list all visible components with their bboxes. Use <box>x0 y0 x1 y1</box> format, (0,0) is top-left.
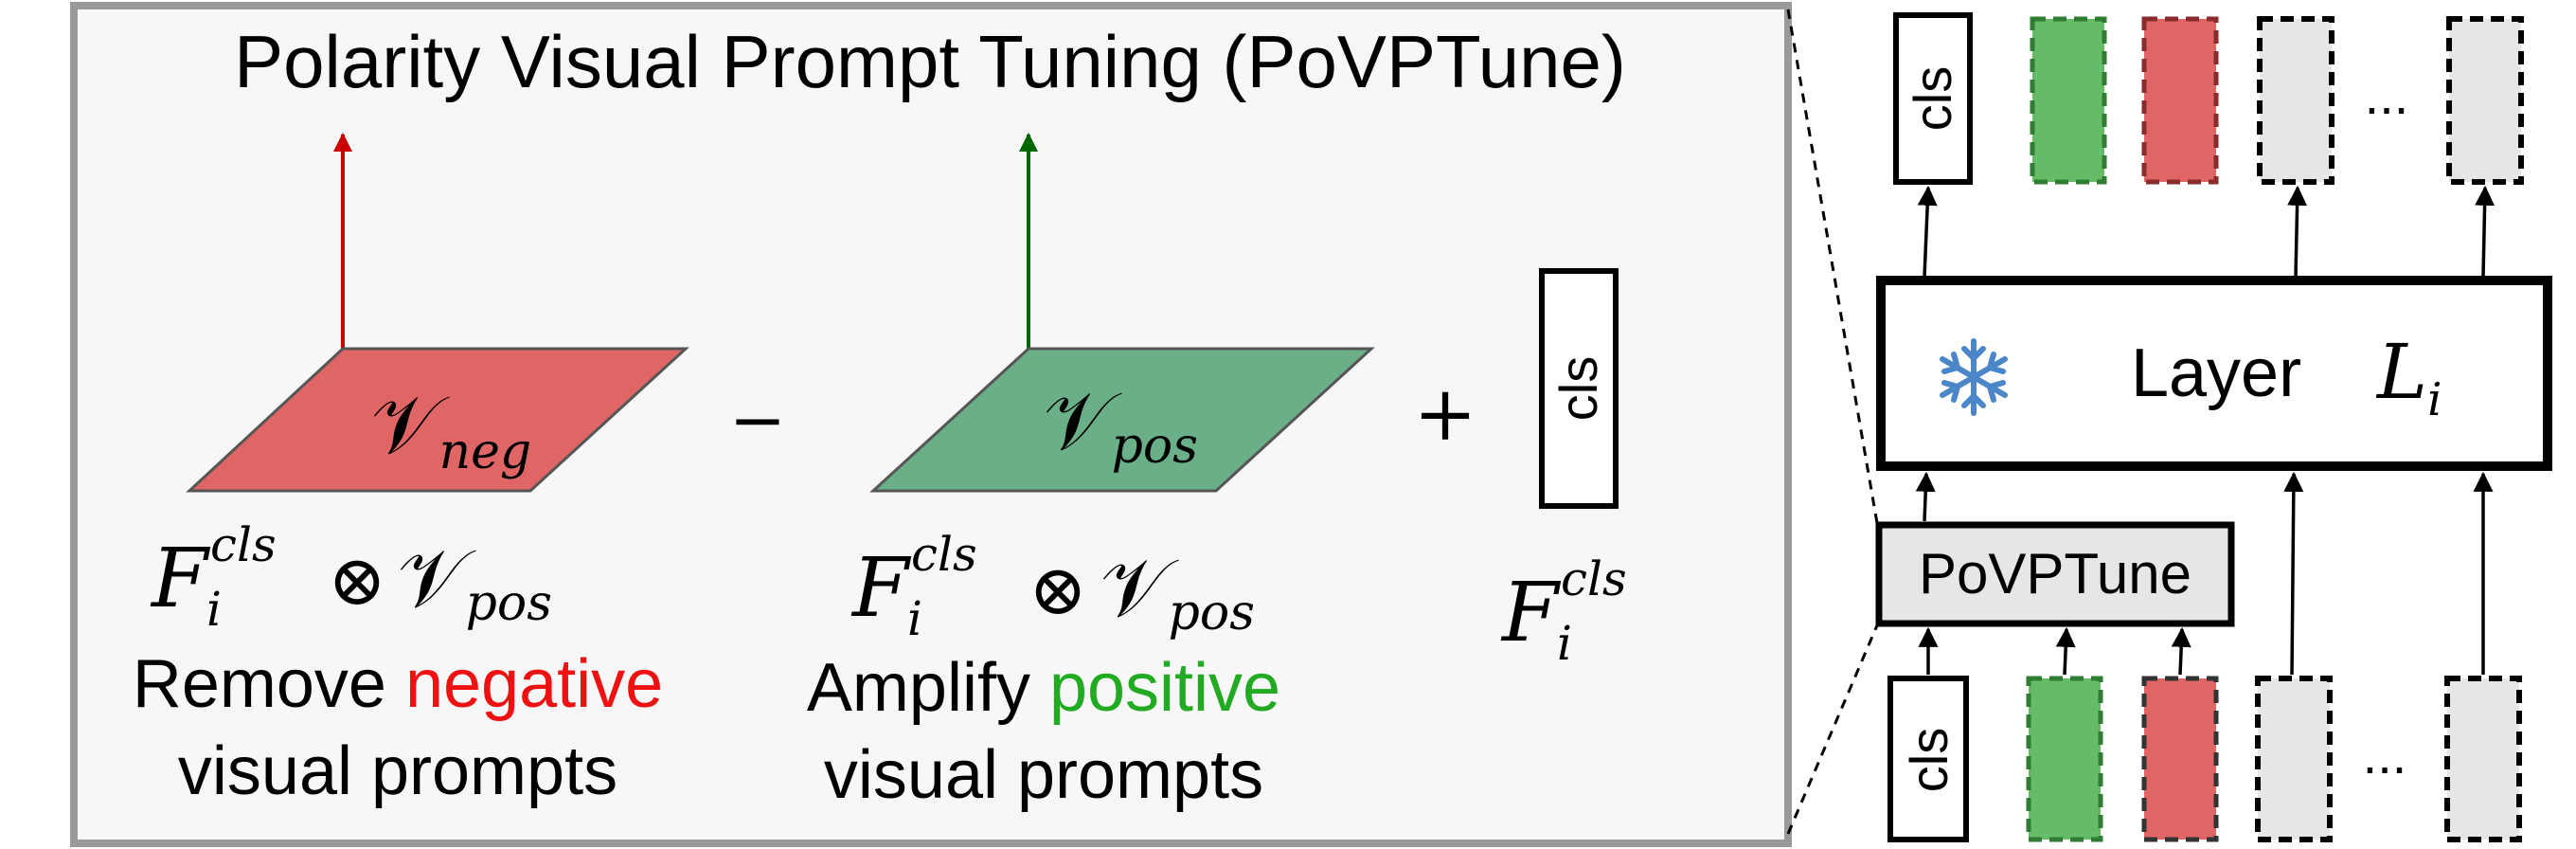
svg-text:⊗: ⊗ <box>1029 550 1087 631</box>
svg-text:𝒱pos: 𝒱pos <box>398 532 552 632</box>
amplify-caption-line2: visual prompts <box>824 737 1263 813</box>
cls-token-top-label: cls <box>1903 66 1962 131</box>
cls-token-panel <box>1539 268 1619 509</box>
negative-formula: F cls i ⊗ 𝒱pos <box>150 517 552 637</box>
negative-token-top <box>2141 16 2219 185</box>
positive-token-top <box>2030 16 2107 185</box>
zoom-line-bottom <box>1786 624 1879 835</box>
positive-formula: F cls i ⊗ 𝒱pos <box>850 527 1255 646</box>
cls-token-bottom-label: cls <box>1899 728 1959 792</box>
plus-operator: + <box>1413 370 1476 458</box>
ellipsis-top: ... <box>2365 65 2409 125</box>
arrow-povptune-to-layer <box>1915 471 1936 522</box>
layer-label: Layer <box>2131 335 2301 411</box>
positive-plane-label: 𝒱pos <box>1044 374 1198 475</box>
cls-formula: F cls i <box>1500 551 1627 671</box>
negative-token-bottom <box>2141 676 2219 842</box>
arrow-pos-to-povptune <box>2055 626 2076 676</box>
cls-token-top <box>1893 12 1973 185</box>
gray-token-top-2 <box>2446 16 2524 185</box>
arrow-neg-to-povptune <box>2171 626 2191 676</box>
svg-text:F: F <box>150 532 211 626</box>
svg-text:F: F <box>850 541 912 636</box>
cls-token-bottom <box>1887 676 1969 842</box>
remove-caption-line2: visual prompts <box>178 733 617 809</box>
layer-box <box>1876 276 2552 471</box>
svg-text:cls: cls <box>1561 551 1627 606</box>
cls-token-panel-label: cls <box>1548 356 1608 421</box>
remove-caption-line1: Remove negative <box>133 646 663 722</box>
negative-plane-label: 𝒱neg <box>371 378 531 480</box>
svg-text:cls: cls <box>911 527 977 582</box>
gray-token-top-1 <box>2257 16 2334 185</box>
minus-operator: − <box>729 380 786 460</box>
negative-prompt-plane <box>186 347 689 493</box>
arrow-layer-to-gray1 <box>2287 185 2308 278</box>
povptune-box-label: PoVPTune <box>1919 542 2191 605</box>
positive-token-bottom <box>2026 676 2103 842</box>
gray-token-bottom-2 <box>2444 676 2522 842</box>
layer-index: Li <box>2375 328 2442 426</box>
positive-prompt-plane <box>869 347 1375 493</box>
gray-token-bottom-1 <box>2255 676 2333 842</box>
amplify-caption-line1: Amplify positive <box>807 650 1280 726</box>
zoom-line-top <box>1786 9 1879 524</box>
svg-text:⊗: ⊗ <box>328 540 386 622</box>
svg-text:𝒱pos: 𝒱pos <box>1100 541 1255 641</box>
povptune-box <box>1875 521 2235 627</box>
ellipsis-bottom: ... <box>2363 725 2407 785</box>
svg-text:F: F <box>1500 566 1562 660</box>
svg-text:i: i <box>206 582 222 637</box>
snowflake-icon <box>1940 338 2008 416</box>
svg-text:cls: cls <box>210 517 277 572</box>
arrow-layer-to-gray2 <box>2475 185 2496 278</box>
svg-text:i: i <box>907 591 922 646</box>
panel-title: Polarity Visual Prompt Tuning (PoVPTune) <box>234 20 1626 103</box>
arrow-layer-to-cls <box>1917 185 1938 278</box>
arrow-gray1-to-layer <box>2283 471 2304 676</box>
svg-text:i: i <box>1557 616 1572 671</box>
